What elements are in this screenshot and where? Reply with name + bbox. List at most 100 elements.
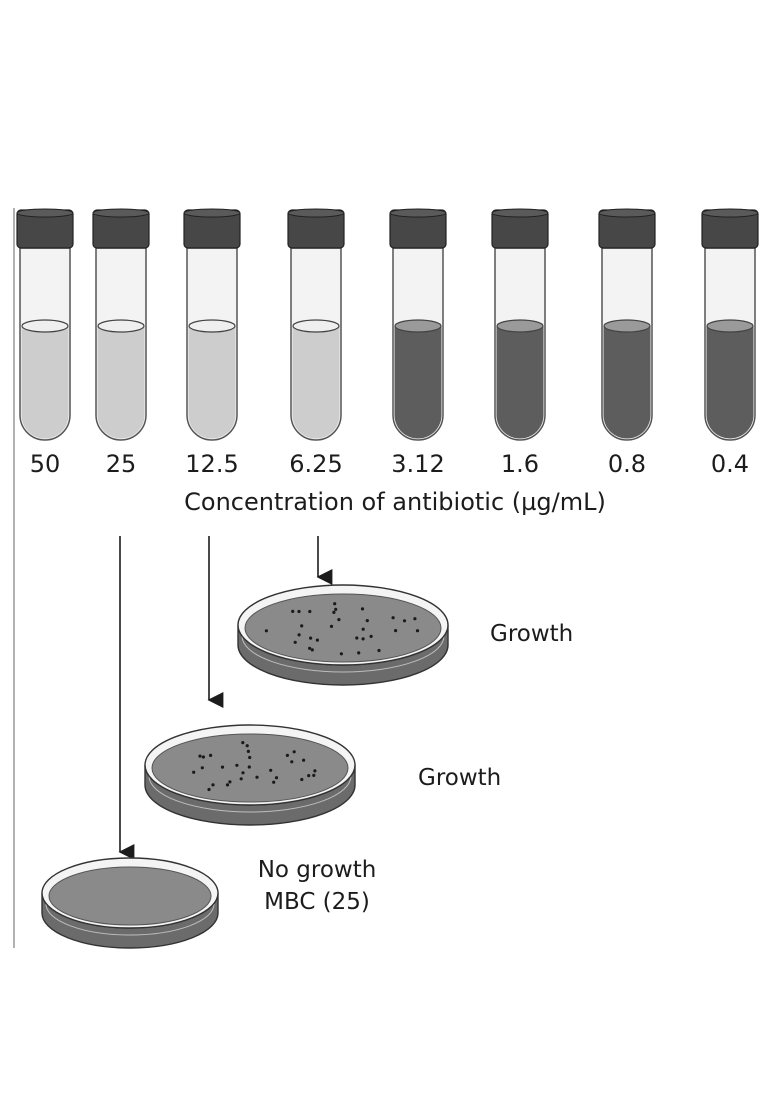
colony	[235, 764, 238, 767]
axis-caption: Concentration of antibiotic (µg/mL)	[184, 488, 606, 516]
colony	[228, 780, 231, 783]
colony	[340, 652, 343, 655]
test-tube: 6.25	[288, 209, 344, 478]
colony	[207, 788, 210, 791]
colony	[330, 625, 333, 628]
concentration-label: 0.4	[711, 450, 749, 478]
plate-result-label: Growth	[418, 765, 501, 791]
colony	[247, 750, 250, 753]
plate-result-label: No growth	[258, 857, 377, 883]
colony	[198, 755, 201, 758]
colony	[333, 602, 336, 605]
concentration-label: 6.25	[289, 450, 342, 478]
turbid-broth	[604, 326, 651, 439]
colony	[201, 766, 204, 769]
colony	[416, 629, 419, 632]
meniscus	[22, 320, 68, 332]
test-tube: 25	[93, 209, 149, 478]
colony	[392, 616, 395, 619]
colony	[308, 610, 311, 613]
colony	[275, 776, 278, 779]
agar-surface	[245, 594, 441, 662]
colony	[248, 765, 251, 768]
colony	[226, 783, 229, 786]
concentration-label: 12.5	[185, 450, 238, 478]
agar-surface	[49, 867, 211, 925]
test-tube: 3.12	[390, 209, 446, 478]
meniscus	[189, 320, 235, 332]
colony	[246, 744, 249, 747]
test-tube: 50	[17, 209, 73, 478]
colony	[337, 618, 340, 621]
tube-cap-top	[184, 209, 240, 217]
colony	[202, 755, 205, 758]
colony	[332, 611, 335, 614]
meniscus	[497, 320, 543, 332]
colony	[366, 619, 369, 622]
colony	[362, 637, 365, 640]
colony	[307, 774, 310, 777]
colony	[302, 759, 305, 762]
colony	[291, 610, 294, 613]
colony	[313, 769, 316, 772]
colony	[300, 624, 303, 627]
colony	[272, 781, 275, 784]
turbid-broth	[395, 326, 442, 439]
colony	[265, 629, 268, 632]
concentration-label: 3.12	[391, 450, 444, 478]
turbid-broth	[707, 326, 754, 438]
colony	[298, 633, 301, 636]
colony	[309, 637, 312, 640]
colony	[394, 629, 397, 632]
colony	[362, 628, 365, 631]
colony	[240, 777, 243, 780]
concentration-label: 0.8	[608, 450, 646, 478]
plate-group: GrowthGrowthNo growthMBC (25)	[42, 585, 573, 948]
test-tube: 12.5	[184, 209, 240, 478]
mbc-label: MBC (25)	[264, 889, 370, 915]
test-tube: 0.4	[702, 209, 758, 478]
colony	[334, 608, 337, 611]
tube-cap-top	[492, 209, 548, 217]
concentration-label: 25	[106, 450, 137, 478]
clear-broth	[98, 326, 145, 438]
colony	[355, 636, 358, 639]
colony	[357, 651, 360, 654]
meniscus	[98, 320, 144, 332]
colony	[413, 617, 416, 620]
turbid-broth	[497, 326, 544, 439]
colony	[294, 641, 297, 644]
plate-result-label: Growth	[490, 621, 573, 647]
meniscus	[395, 320, 441, 332]
agar-plate-growth: Growth	[145, 725, 501, 825]
tube-cap-top	[702, 209, 758, 217]
colony	[308, 647, 311, 650]
tube-cap-top	[599, 209, 655, 217]
colony	[311, 648, 314, 651]
colony	[370, 635, 373, 638]
agar-plate-growth: Growth	[238, 585, 573, 685]
colony	[241, 771, 244, 774]
colony	[290, 760, 293, 763]
tube-cap-top	[17, 209, 73, 217]
test-tube: 0.8	[599, 209, 655, 478]
tube-cap-top	[390, 209, 446, 217]
clear-broth	[293, 326, 340, 439]
colony	[293, 750, 296, 753]
colony	[248, 756, 251, 759]
colony	[286, 754, 289, 757]
colony	[269, 769, 272, 772]
colony	[316, 639, 319, 642]
colony	[192, 771, 195, 774]
meniscus	[293, 320, 339, 332]
meniscus	[604, 320, 650, 332]
meniscus	[707, 320, 753, 332]
colony	[403, 619, 406, 622]
colony	[221, 766, 224, 769]
colony	[255, 776, 258, 779]
colony	[312, 774, 315, 777]
colony	[297, 610, 300, 613]
